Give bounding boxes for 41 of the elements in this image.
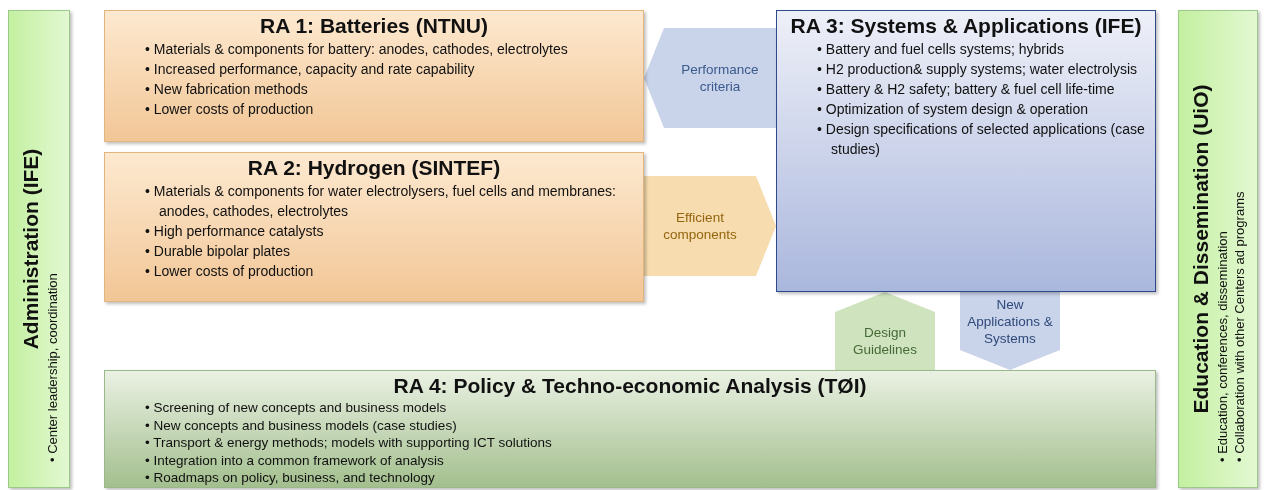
bullet-item: • Center leadership, coordination [43,271,60,462]
chevron-arrow [960,292,1060,370]
bullet-item: • Optimization of system design & operation [817,100,1090,119]
chevron-arrow [644,176,776,276]
heading: RA 1: Batteries (NTNU) [259,13,489,39]
bullet-item: • Integration into a common framework of analysis [145,451,445,469]
research-area-box [104,370,1156,488]
heading: Administration (IFE) [17,147,43,351]
edge-label: New Applications & Systems [966,295,1054,347]
bullet-item: • Transport & energy methods; models with supporting ICT solutions [145,434,553,452]
research-area-box [776,10,1156,292]
heading: RA 2: Hydrogen (SINTEF) [246,155,502,181]
bullet-item: • Lower costs of production [145,262,315,281]
bullet-item: • Education, conferences, dissemination [1213,229,1231,462]
side-panel [8,10,70,488]
edge-label: Performance criteria [680,61,760,95]
bullet-item: • Roadmaps on policy, business, and technology [145,469,436,487]
bullet-item: • Screening of new concepts and business models [145,399,448,417]
bullet-item: • H2 production& supply systems; water electrolysis [817,60,1139,79]
bullet-item: • Lower costs of production [145,100,315,119]
chevron-arrow [644,28,776,128]
side-panel [1178,10,1258,488]
bullet-item: • Materials & components for battery: anodes, cathodes, electrolytes [145,40,569,59]
chevron-arrow [835,292,935,370]
bullet-item: • Materials & components for water electrolysers, fuel cells and membranes: anodes, cathodes, electrolytes [145,182,617,221]
research-area-box [104,152,644,302]
bullet-item: • High performance catalysts [145,222,325,241]
bullet-item: • Collaboration with other Centers ad programs [1230,190,1248,462]
bullet-item: • Design specifications of selected applications (case studies) [817,120,1145,159]
bullet-item: • Battery and fuel cells systems; hybrids [817,40,1065,59]
heading: RA 4: Policy & Techno-economic Analysis (TØI) [392,373,868,399]
heading: RA 3: Systems & Applications (IFE) [789,13,1143,39]
bullet-item: • Durable bipolar plates [145,242,291,261]
bullet-item: • Increased performance, capacity and rate capability [145,60,476,79]
heading: Education & Dissemination (UiO) [1187,83,1213,415]
bullet-item: • New fabrication methods [145,80,309,99]
edge-label: Efficient components [662,209,738,243]
bullet-item: • Battery & H2 safety; battery & fuel cell life-time [817,80,1116,99]
bullet-item: • New concepts and business models (case studies) [145,416,458,434]
edge-label: Design Guidelines [852,324,918,358]
research-area-box [104,10,644,142]
